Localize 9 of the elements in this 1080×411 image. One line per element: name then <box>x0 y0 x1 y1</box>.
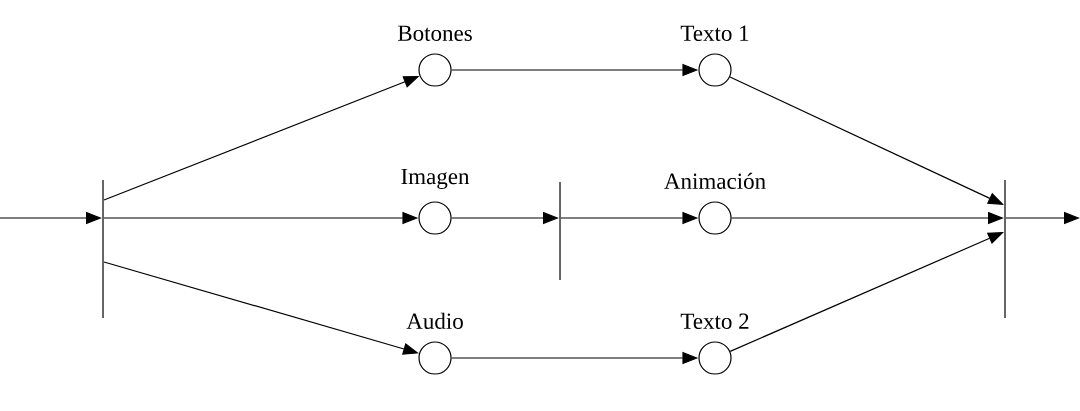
arrow <box>103 261 419 355</box>
arrow <box>729 232 1004 352</box>
node-label: Botones <box>398 25 472 41</box>
node-label: Texto 1 <box>680 25 749 41</box>
node-label: Audio <box>406 312 463 329</box>
node-label: Imagen <box>401 168 470 189</box>
arrow <box>729 76 1004 205</box>
node-label: Texto 2 <box>680 313 749 329</box>
node-label: Animación <box>664 172 766 189</box>
